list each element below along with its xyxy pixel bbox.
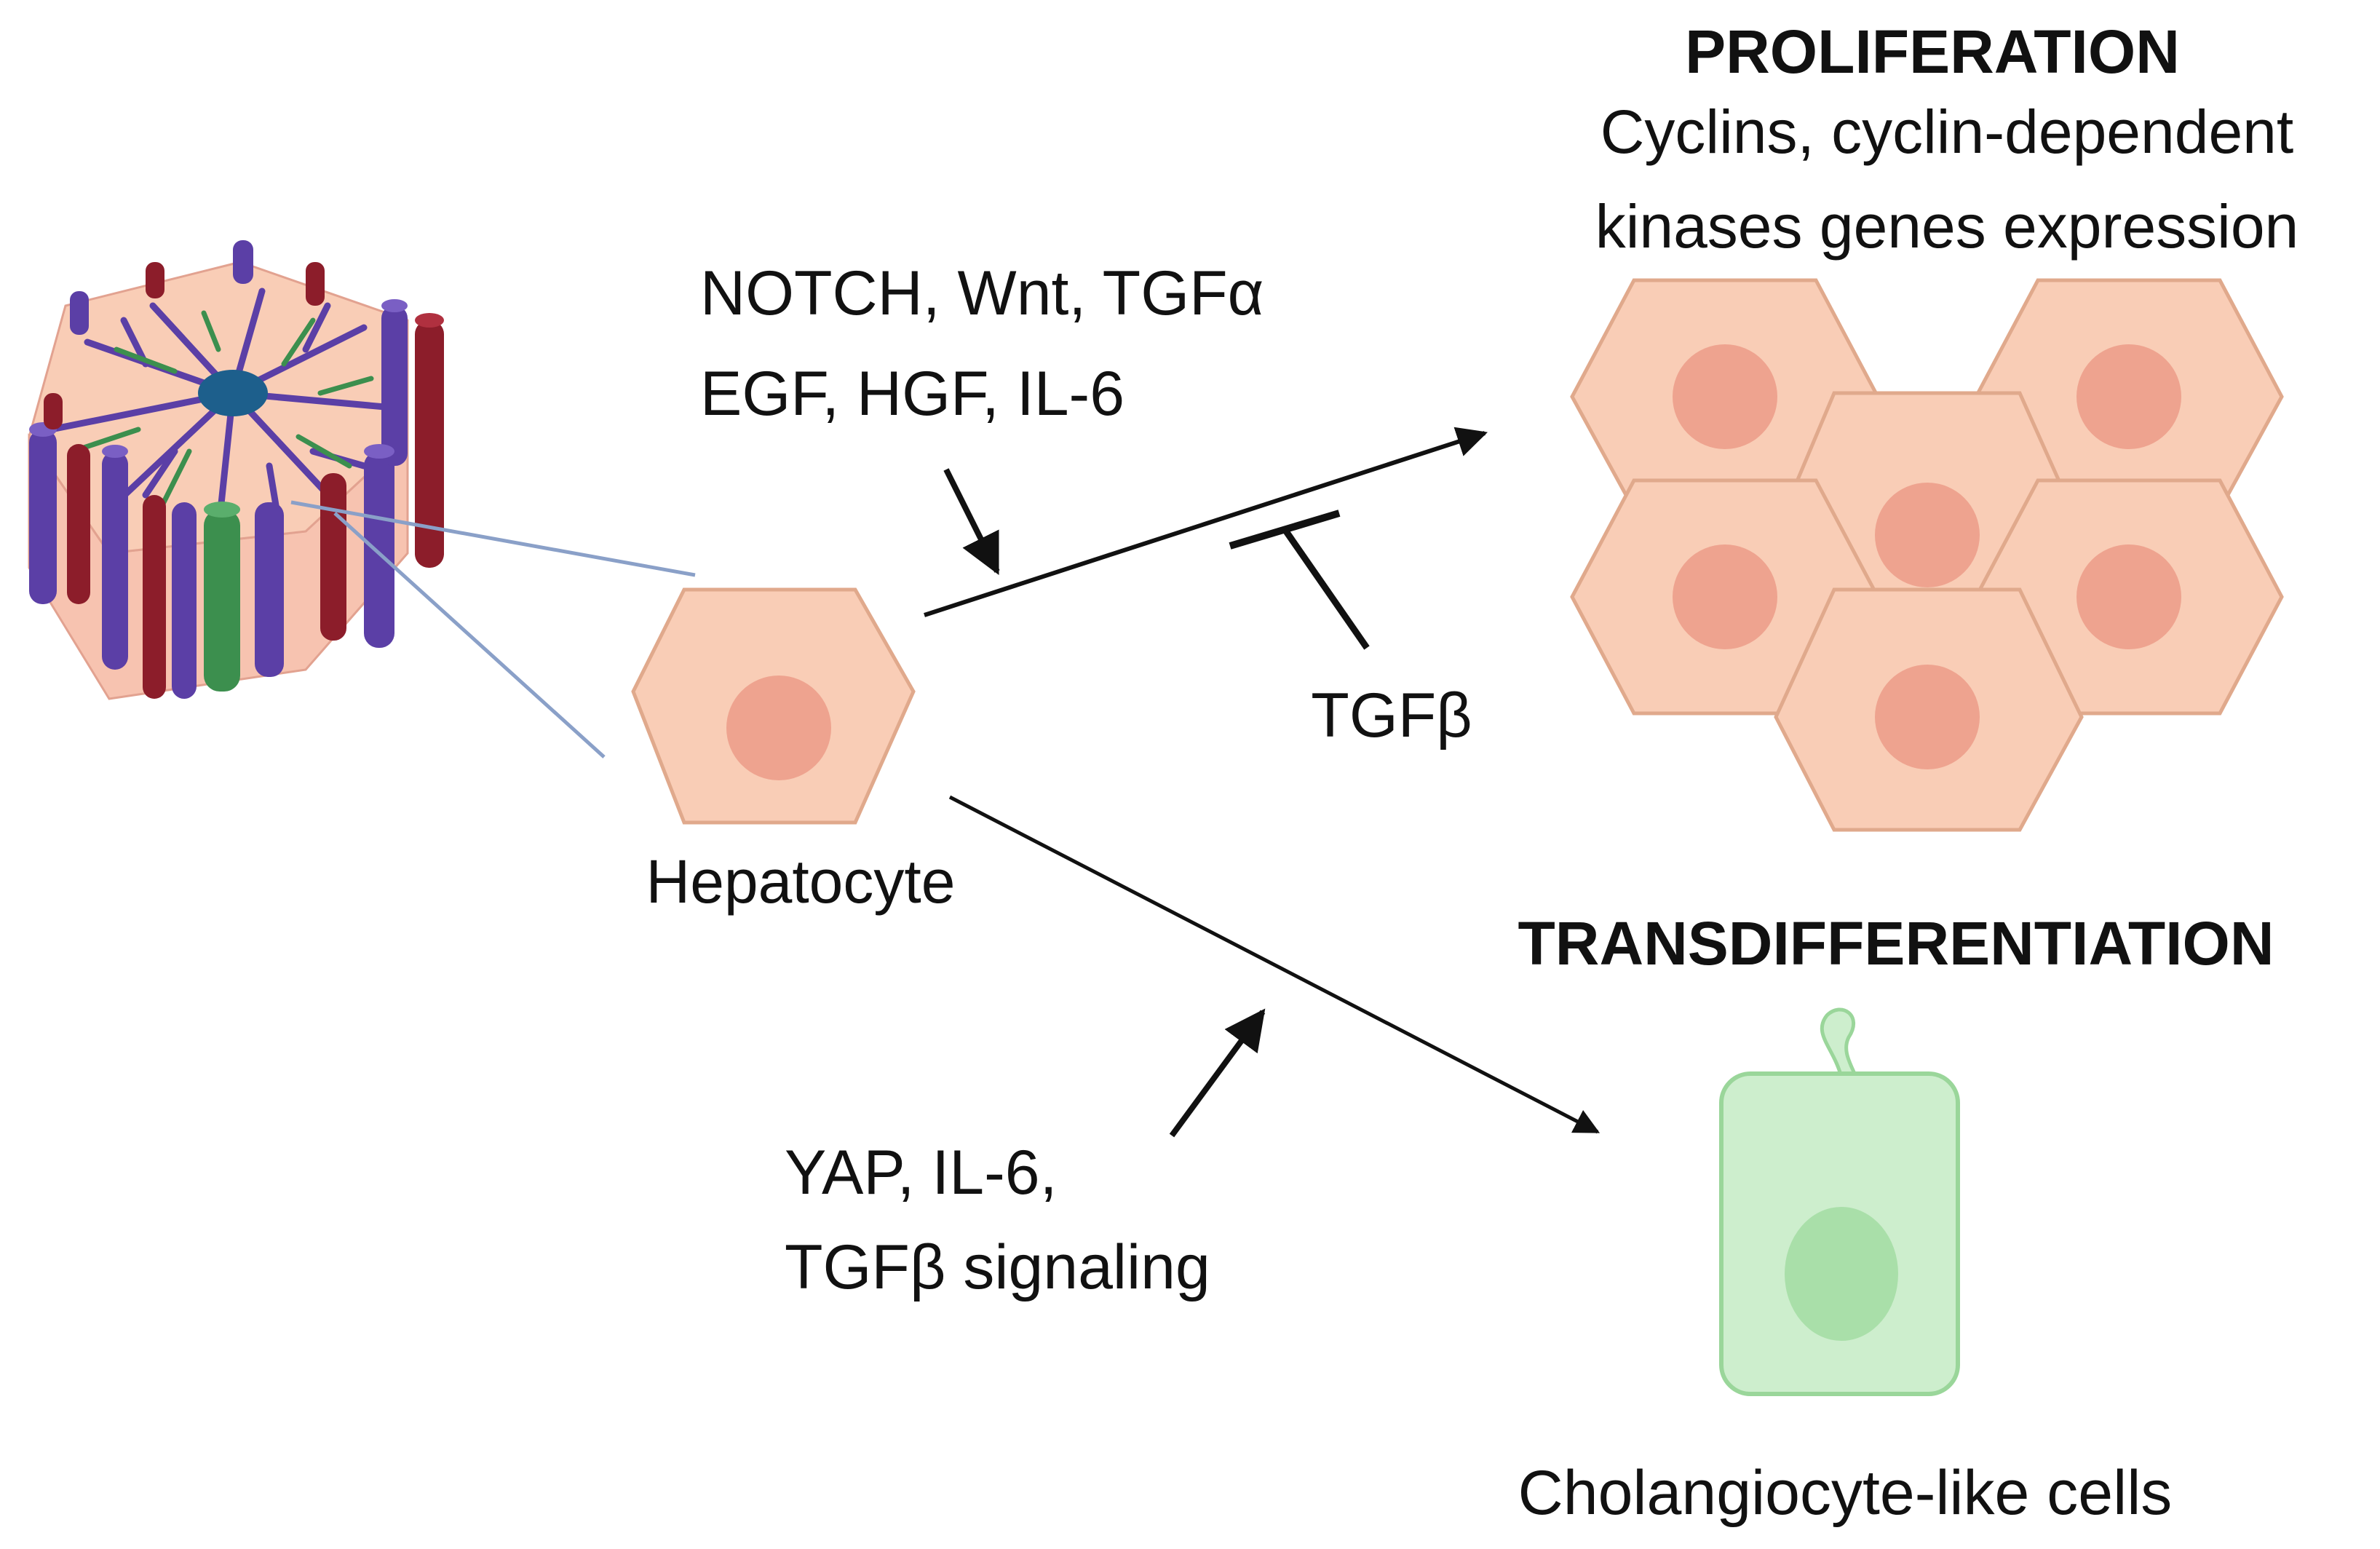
cluster-cell bbox=[1774, 587, 2084, 832]
hepatocyte-label: Hepatocyte bbox=[646, 847, 956, 916]
liver-lobule-illustration bbox=[28, 240, 444, 700]
hepatocyte-cell bbox=[631, 587, 916, 825]
inducers-label-line1: NOTCH, Wnt, TGFα bbox=[700, 258, 1264, 328]
connector-line-upper bbox=[290, 500, 696, 577]
tgfb-inhibition-symbol bbox=[1229, 510, 1370, 650]
transdifferentiation-title: TRANSDIFFERENTIATION bbox=[1518, 909, 2274, 978]
central-vein bbox=[198, 370, 268, 416]
transdiff-inducers-line2: TGFβ signaling bbox=[785, 1232, 1210, 1302]
portal-columns bbox=[29, 299, 444, 699]
lobule-rim-nodes bbox=[44, 240, 325, 429]
inducers-arrow bbox=[943, 468, 1000, 576]
proliferation-title: PROLIFERATION bbox=[1685, 17, 2180, 86]
proliferating-hepatocyte-cluster bbox=[1570, 278, 2284, 832]
proliferation-desc-line1: Cyclins, cyclin-dependent bbox=[1600, 98, 2293, 166]
cholangiocyte-label: Cholangiocyte-like cells bbox=[1518, 1458, 2173, 1528]
cluster-cell bbox=[1974, 278, 2284, 512]
connector-line-lower bbox=[333, 512, 606, 758]
cholangiocyte-nucleus bbox=[1785, 1207, 1898, 1341]
proliferation-desc-line2: kinases genes expression bbox=[1595, 192, 2299, 261]
proliferation-arrow bbox=[924, 427, 1488, 617]
inhibitor-label: TGFβ bbox=[1311, 681, 1472, 750]
transdiff-inducers-line1: YAP, IL-6, bbox=[785, 1138, 1058, 1208]
transdifferentiation-arrow bbox=[948, 795, 1600, 1134]
inducers-label-line2: EGF, HGF, IL-6 bbox=[700, 359, 1124, 429]
cluster-cell bbox=[1570, 278, 1880, 512]
cholangiocyte-cell bbox=[1719, 1007, 1960, 1396]
transdiff-inducers-arrow bbox=[1169, 1008, 1266, 1138]
hepatocyte-nucleus bbox=[726, 676, 831, 780]
cluster-cell bbox=[1570, 478, 1880, 716]
